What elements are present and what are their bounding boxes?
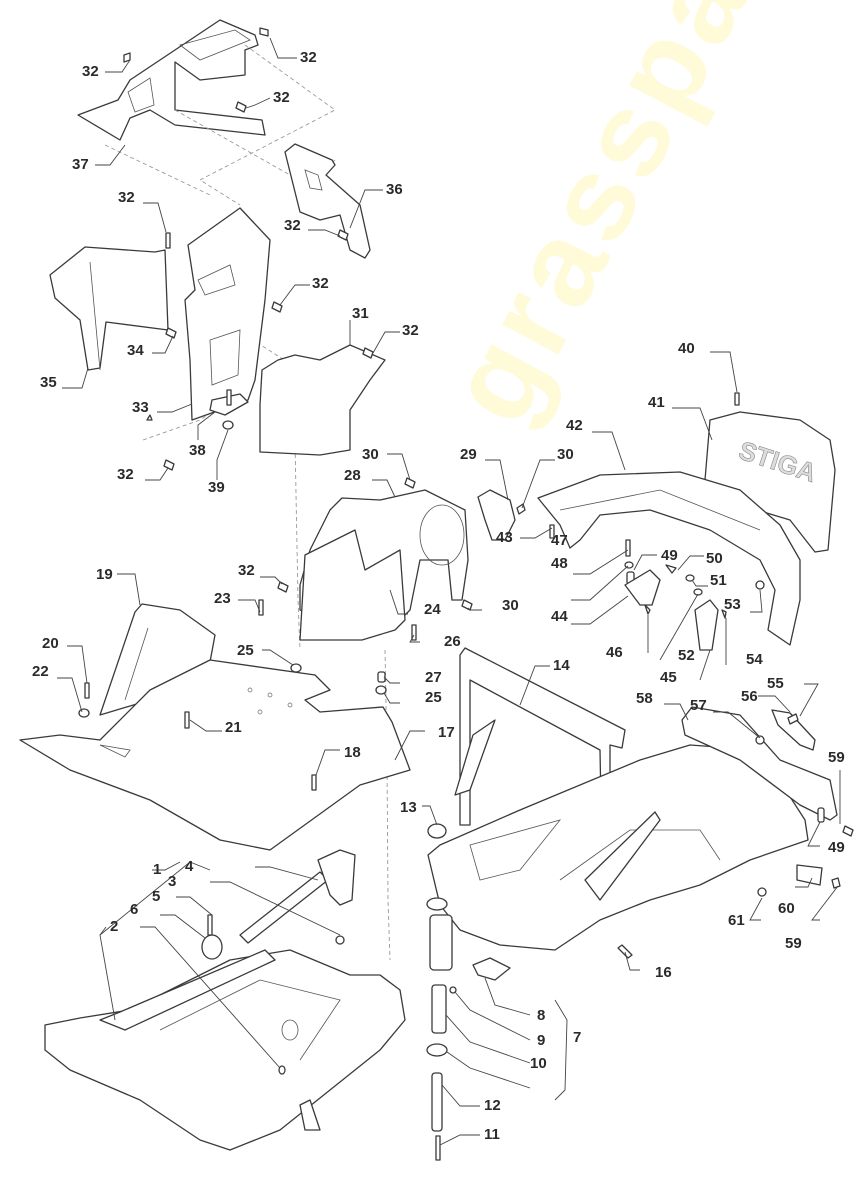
part-42-fender (537, 471, 801, 646)
callout-21: 21 (225, 719, 242, 736)
callout-28: 28 (344, 467, 361, 484)
callout-2: 2 (110, 918, 119, 935)
part-1-front-frame (44, 949, 406, 1151)
callout-31: 31 (352, 305, 369, 322)
callout-22: 22 (32, 663, 49, 680)
part-4-axle (239, 849, 356, 944)
callout-26: 26 (444, 633, 461, 650)
part-6-collar (201, 934, 223, 960)
callout-59: 59 (785, 935, 802, 952)
part-35-side-panel (49, 246, 169, 371)
callout-52: 52 (678, 647, 695, 664)
callout-33: 33 (132, 399, 149, 416)
callout-1: 1 (153, 861, 162, 878)
callout-57: 57 (690, 697, 707, 714)
callout-30: 30 (502, 597, 519, 614)
callout-6: 6 (130, 901, 139, 918)
callout-32: 32 (284, 217, 301, 234)
callout-27: 27 (425, 669, 442, 686)
callout-29: 29 (460, 446, 477, 463)
callout-55: 55 (767, 675, 784, 692)
callout-32: 32 (402, 322, 419, 339)
callout-39: 39 (208, 479, 225, 496)
callout-36: 36 (386, 181, 403, 198)
rear-frame (427, 744, 809, 951)
callout-32: 32 (82, 63, 99, 80)
callout-14: 14 (553, 657, 570, 674)
callout-56: 56 (741, 688, 758, 705)
callout-34: 34 (127, 342, 144, 359)
callout-43: 43 (496, 529, 513, 546)
part-5-pin (207, 914, 213, 936)
part-41-seat-panel: STIGA (704, 411, 836, 553)
callout-44: 44 (551, 608, 568, 625)
callout-40: 40 (678, 340, 695, 357)
callout-61: 61 (728, 912, 745, 929)
callout-20: 20 (42, 635, 59, 652)
callout-41: 41 (648, 394, 665, 411)
callout-30: 30 (557, 446, 574, 463)
callout-32: 32 (117, 466, 134, 483)
callout-8: 8 (537, 1007, 546, 1024)
part-37-dash-bracket (77, 19, 266, 141)
part-56-latch (771, 709, 816, 751)
callout-49: 49 (828, 839, 845, 856)
callout-48: 48 (551, 555, 568, 572)
callout-32: 32 (238, 562, 255, 579)
callout-9: 9 (537, 1032, 546, 1049)
callout-60: 60 (778, 900, 795, 917)
callout-59: 59 (828, 749, 845, 766)
callout-45: 45 (660, 669, 677, 686)
callout-50: 50 (706, 550, 723, 567)
callout-13: 13 (400, 799, 417, 816)
callout-3: 3 (168, 873, 177, 890)
callout-53: 53 (724, 596, 741, 613)
callout-18: 18 (344, 744, 361, 761)
fasteners (78, 27, 854, 1075)
part-29-hinge (477, 489, 516, 541)
callout-58: 58 (636, 690, 653, 707)
callout-19: 19 (96, 566, 113, 583)
callout-4: 4 (185, 858, 194, 875)
callout-38: 38 (189, 442, 206, 459)
callout-51: 51 (710, 572, 727, 589)
part-17-floor-plate (19, 659, 411, 851)
callout-32: 32 (300, 49, 317, 66)
part-36-bracket (284, 143, 371, 259)
part-33-center-panel (184, 207, 271, 421)
callout-5: 5 (152, 888, 161, 905)
callout-46: 46 (606, 644, 623, 661)
callout-37: 37 (72, 156, 89, 173)
callout-49: 49 (661, 547, 678, 564)
callout-32: 32 (118, 189, 135, 206)
callout-32: 32 (273, 89, 290, 106)
callout-32: 32 (312, 275, 329, 292)
callout-25: 25 (425, 689, 442, 706)
callout-11: 11 (484, 1126, 500, 1143)
callout-23: 23 (214, 590, 231, 607)
callout-30: 30 (362, 446, 379, 463)
callout-17: 17 (438, 724, 455, 741)
part-31-cover (259, 344, 386, 456)
leader-lines (57, 37, 841, 1146)
callout-24: 24 (424, 601, 441, 618)
callout-12: 12 (484, 1097, 501, 1114)
callout-42: 42 (566, 417, 583, 434)
callout-35: 35 (40, 374, 57, 391)
callout-54: 54 (746, 651, 763, 668)
callout-10: 10 (530, 1055, 547, 1072)
part-13-washer (427, 823, 447, 839)
part-24-column (299, 529, 406, 641)
callout-25: 25 (237, 642, 254, 659)
callout-47: 47 (551, 532, 568, 549)
callout-16: 16 (655, 964, 672, 981)
part-7-pivot-assembly (426, 897, 511, 1161)
callout-7: 7 (573, 1029, 582, 1046)
